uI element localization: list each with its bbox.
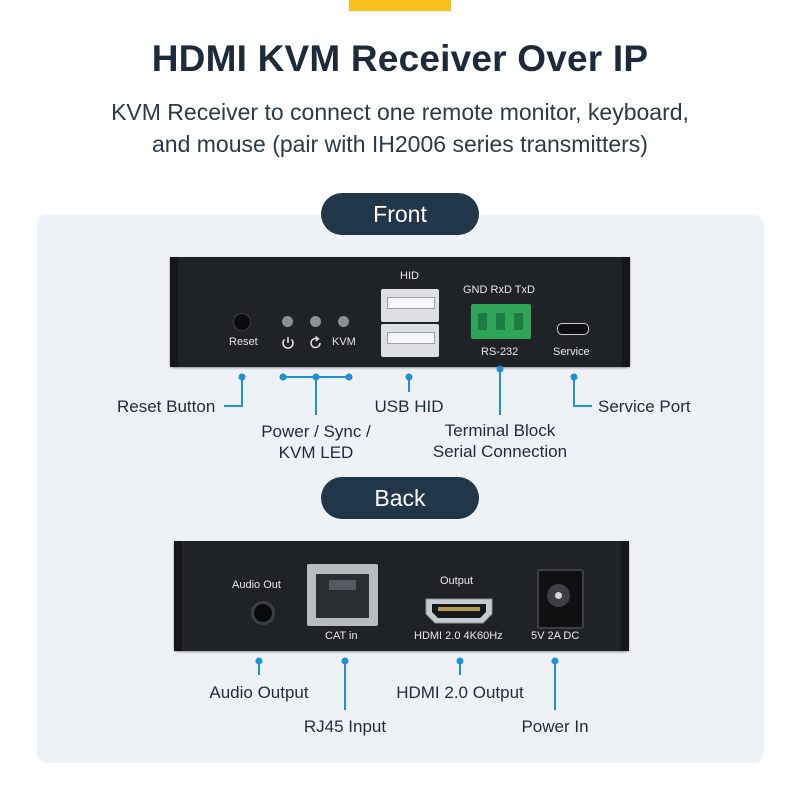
reset-button-callout: Reset Button (117, 397, 216, 416)
power-in-callout: Power In (521, 717, 589, 736)
power-led (282, 316, 293, 327)
reset-device-label: Reset (229, 336, 258, 348)
power-led-callout-dot (279, 373, 287, 381)
terminal-block-callout: Terminal Block Serial Connection (420, 420, 580, 462)
back-panel-device: Audio Out CAT in Output HDMI 2.0 4K60Hz … (174, 541, 629, 651)
terminal-pin-3 (514, 313, 523, 330)
leds-callout-line-1: Power / Sync / (261, 422, 371, 441)
usb-port-lower[interactable] (381, 324, 439, 357)
terminal-callout-line-2: Serial Connection (432, 442, 568, 461)
rj45-input-callout: RJ45 Input (303, 717, 387, 736)
terminal-callout-dot (496, 365, 504, 373)
back-section-label: Back (321, 477, 479, 519)
rj45-port-opening (316, 574, 369, 618)
service-callout-line (573, 377, 592, 407)
audio-callout-dot (255, 657, 263, 665)
reset-callout-line (224, 377, 243, 407)
cat-in-device-label: CAT in (325, 630, 358, 642)
hid-device-label: HID (400, 270, 419, 282)
usb-port-upper[interactable] (381, 289, 439, 322)
leds-callout-line-2: KVM LED (278, 443, 354, 462)
service-callout-dot (570, 373, 578, 381)
micro-usb-service-port[interactable] (557, 323, 589, 335)
hdmi-port[interactable] (424, 597, 494, 625)
output-device-label: Output (440, 575, 474, 587)
service-port-callout: Service Port (598, 397, 691, 416)
audio-out-device-label: Audio Out (232, 579, 281, 591)
dc-power-jack-barrel (547, 584, 570, 607)
sync-led (310, 316, 321, 327)
hdmi-callout-dot (456, 657, 464, 665)
dc-power-jack[interactable] (537, 569, 584, 629)
subtitle-line-2: and mouse (pair with IH2006 series trans… (152, 131, 648, 157)
reset-button[interactable] (233, 313, 251, 331)
accent-bar (349, 0, 451, 11)
dc-power-jack-pin (555, 592, 562, 599)
terminal-pin-2 (496, 313, 505, 330)
power-callout-dot (551, 657, 559, 665)
usb-port-upper-tongue (387, 297, 435, 309)
kvm-led (338, 316, 349, 327)
terminal-pins-label: GND RxD TxD (463, 284, 535, 296)
rj45-port[interactable] (307, 564, 378, 626)
leds-callout: Power / Sync / KVM LED (246, 421, 386, 463)
page-title: HDMI KVM Receiver Over IP (151, 38, 649, 79)
reset-callout-dot (238, 373, 246, 381)
audio-output-callout: Audio Output (209, 683, 309, 702)
front-section-label: Front (321, 193, 479, 235)
rj45-contacts (329, 580, 356, 590)
power-symbol-icon (282, 337, 294, 349)
usb-callout-dot (405, 373, 413, 381)
usb-hid-callout: USB HID (374, 397, 444, 416)
rs232-device-label: RS-232 (481, 346, 519, 358)
device-edge-right (622, 257, 630, 367)
rj45-callout-dot (341, 657, 349, 665)
page-subtitle: KVM Receiver to connect one remote monit… (60, 96, 740, 160)
audio-jack[interactable] (251, 601, 275, 625)
subtitle-line-1: KVM Receiver to connect one remote monit… (111, 99, 689, 125)
terminal-block-connector[interactable] (471, 304, 531, 339)
sync-led-callout-dot (312, 373, 320, 381)
kvm-led-callout-dot (345, 373, 353, 381)
hdmi-spec-device-label: HDMI 2.0 4K60Hz (414, 630, 503, 642)
service-device-label: Service (553, 346, 590, 358)
sync-symbol-icon (310, 335, 321, 349)
usb-port-lower-tongue (387, 332, 435, 344)
kvm-device-label: KVM (332, 336, 356, 348)
hdmi-output-callout: HDMI 2.0 Output (396, 683, 524, 702)
device-edge-left (170, 257, 178, 367)
device-edge-right (621, 541, 629, 651)
terminal-callout-line-1: Terminal Block (444, 421, 556, 440)
terminal-pin-1 (478, 313, 487, 330)
power-spec-device-label: 5V 2A DC (531, 630, 580, 642)
device-edge-left (174, 541, 182, 651)
front-panel-device: Reset KVM HID GND RxD TxD RS-232 Service (170, 257, 630, 367)
